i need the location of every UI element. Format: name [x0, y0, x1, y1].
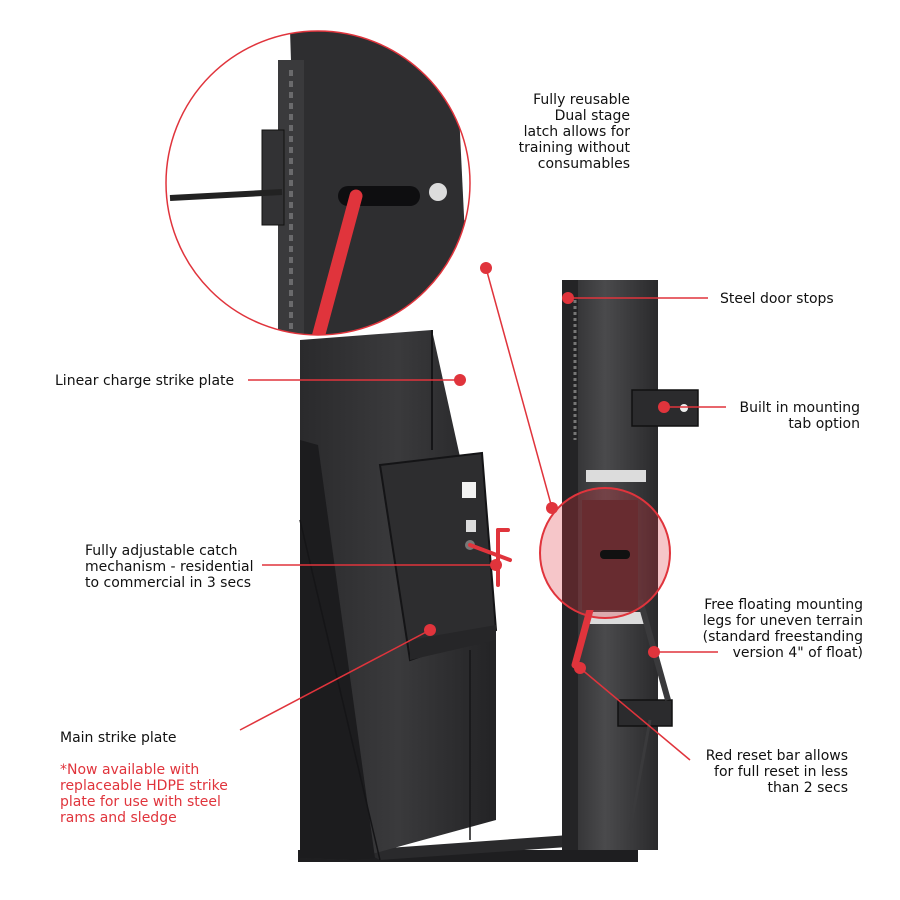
callout-connectors — [239, 262, 726, 761]
catch-mechanism-callout: Fully adjustable catch mechanism - resid… — [85, 543, 254, 591]
main-strike-plate-callout: Main strike plate *Now available with re… — [60, 714, 250, 842]
floating-legs-callout: Free floating mounting legs for uneven t… — [702, 597, 863, 661]
latch-highlight — [539, 487, 671, 619]
mounting-tab-callout: Built in mounting tab option — [739, 400, 861, 432]
latch-callout: Fully reusable Dual stage latch allows f… — [518, 92, 630, 172]
door-stops-callout: Steel door stops — [720, 291, 834, 307]
catch-plate — [378, 451, 498, 662]
latch-zoom-circle — [165, 30, 471, 336]
adjuster-t-handle — [468, 528, 512, 587]
main-strike-plate-title: Main strike plate — [60, 730, 177, 746]
reset-bar-callout: Red reset bar allows for full reset in l… — [705, 748, 848, 796]
main-strike-plate-note: *Now available with replaceable HDPE str… — [60, 762, 228, 826]
linear-charge-callout: Linear charge strike plate — [55, 373, 235, 389]
